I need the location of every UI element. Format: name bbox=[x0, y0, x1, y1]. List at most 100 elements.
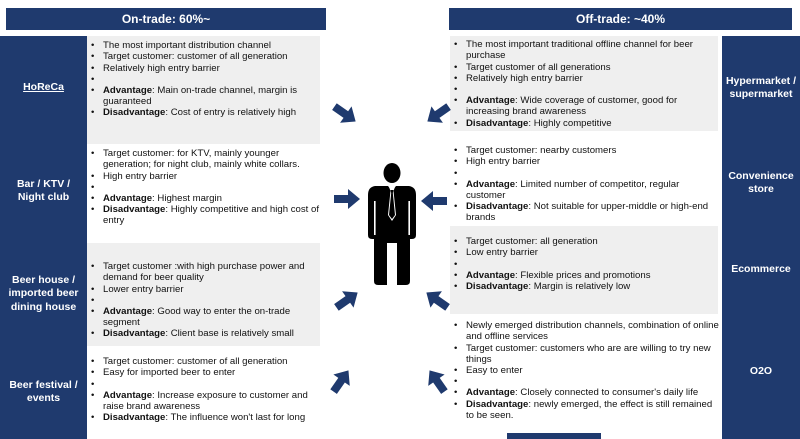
advantage-text: Good way to enter the on-trade segment bbox=[103, 305, 291, 329]
o2o-panel: Newly emerged distribution channels, com… bbox=[450, 320, 720, 432]
advantage-text: Main on-trade channel, margin is guarant… bbox=[103, 84, 298, 108]
businessman-icon bbox=[366, 163, 418, 285]
disadvantage-term: Disadvantage bbox=[466, 117, 529, 129]
off-trade-sidebar bbox=[722, 36, 800, 439]
advantage-term: Advantage bbox=[103, 389, 153, 401]
disadvantage-term: Disadvantage bbox=[103, 107, 166, 119]
advantage-term: Advantage bbox=[466, 95, 516, 107]
advantage-term: Advantage bbox=[103, 305, 153, 317]
spacer bbox=[87, 379, 324, 390]
bullet: Lower entry barrier bbox=[87, 284, 320, 296]
bullet: High entry barrier bbox=[87, 171, 324, 183]
disadvantage-term: Disadvantage bbox=[103, 412, 166, 424]
disadvantage-text: Margin is relatively low bbox=[533, 280, 631, 292]
advantage-term: Advantage bbox=[466, 178, 516, 190]
advantage-term: Advantage bbox=[103, 84, 153, 96]
channel-label-ecommerce: Ecommerce bbox=[731, 263, 791, 276]
spacer bbox=[450, 259, 718, 270]
bullet: Target customer: for KTV, mainly younger… bbox=[87, 148, 324, 171]
advantage-bullet: Advantage: Wide coverage of customer, go… bbox=[450, 95, 718, 118]
disadvantage-text: Highly competitive bbox=[533, 117, 612, 129]
bullet: Relatively high entry barrier bbox=[87, 63, 320, 75]
disadvantage-text: newly emerged, the effect is still remai… bbox=[466, 398, 713, 422]
bullet: Target customer: customer of all generat… bbox=[87, 51, 320, 63]
arrow-icon bbox=[421, 188, 447, 214]
bullet: Target customer :with high purchase powe… bbox=[87, 261, 320, 284]
channel-label-bar-ktv: Bar / KTV / Night club bbox=[16, 177, 71, 203]
advantage-bullet: Advantage: Main on-trade channel, margin… bbox=[87, 85, 320, 108]
disadvantage-term: Disadvantage bbox=[466, 398, 529, 410]
channel-label-horeca: HoReCa bbox=[23, 81, 64, 94]
advantage-bullet: Advantage: Limited number of competitor,… bbox=[450, 179, 720, 202]
disadvantage-text: Cost of entry is relatively high bbox=[170, 107, 297, 119]
disadvantage-bullet: Disadvantage: Not suitable for upper-mid… bbox=[450, 201, 720, 224]
channel-label-o2o: O2O bbox=[749, 364, 773, 377]
disadvantage-text: The influence won't last for long bbox=[170, 412, 306, 424]
disadvantage-bullet: Disadvantage: Cost of entry is relativel… bbox=[87, 107, 320, 119]
bullet: Easy to enter bbox=[450, 365, 720, 377]
channel-label-beer-festival: Beer festival / events bbox=[9, 378, 78, 404]
advantage-text: Flexible prices and promotions bbox=[520, 269, 651, 281]
disadvantage-bullet: Disadvantage: newly emerged, the effect … bbox=[450, 399, 720, 422]
disadvantage-bullet: Disadvantage: Highly competitive bbox=[450, 117, 718, 130]
advantage-text: Highest margin bbox=[157, 192, 222, 204]
bullet: Low entry barrier bbox=[450, 247, 718, 259]
ecommerce-panel: Target customer: all generation Low entr… bbox=[450, 226, 718, 314]
spacer bbox=[87, 74, 320, 85]
bullet: Newly emerged distribution channels, com… bbox=[450, 320, 720, 343]
bullet: Relatively high entry barrier bbox=[450, 73, 718, 85]
disadvantage-term: Disadvantage bbox=[103, 328, 166, 340]
spacer bbox=[87, 295, 320, 306]
on-trade-header: On-trade: 60%~ bbox=[6, 8, 326, 30]
advantage-bullet: Advantage: Good way to enter the on-trad… bbox=[87, 306, 320, 329]
bullet: Target customer: all generation bbox=[450, 236, 718, 248]
arrow-icon bbox=[419, 282, 455, 318]
off-trade-header: Off-trade: ~40% bbox=[449, 8, 792, 30]
horeca-panel: The most important distribution channel … bbox=[87, 36, 320, 144]
bullet: High entry barrier bbox=[450, 156, 720, 168]
arrow-icon bbox=[329, 282, 365, 318]
arrow-icon bbox=[323, 363, 359, 399]
advantage-text: Limited number of competitor, regular cu… bbox=[466, 178, 680, 201]
channel-label-beer-house: Beer house / imported beer dining house bbox=[8, 274, 79, 313]
advantage-bullet: Advantage: Increase exposure to customer… bbox=[87, 390, 324, 413]
advantage-bullet: Advantage: Closely connected to consumer… bbox=[450, 387, 720, 399]
advantage-text: Increase exposure to customer and raise … bbox=[103, 389, 308, 412]
disadvantage-bullet: Disadvantage: Margin is relatively low bbox=[450, 280, 718, 293]
disadvantage-text: Client base is relatively small bbox=[170, 328, 294, 340]
advantage-bullet: Advantage: Highest margin bbox=[87, 192, 324, 205]
bullet: Target customer: customers who are are w… bbox=[450, 343, 720, 366]
advantage-term: Advantage bbox=[466, 269, 516, 281]
disadvantage-term: Disadvantage bbox=[103, 204, 166, 216]
disadvantage-bullet: Disadvantage: The influence won't last f… bbox=[87, 412, 324, 424]
disadvantage-text: Highly competitive and high cost of entr… bbox=[103, 204, 319, 227]
bottom-tab bbox=[507, 433, 601, 439]
beer-festival-panel: Target customer: customer of all generat… bbox=[87, 356, 324, 436]
advantage-text: Wide coverage of customer, good for incr… bbox=[466, 95, 678, 118]
hypermarket-panel: The most important traditional offline c… bbox=[450, 36, 718, 131]
arrow-icon bbox=[334, 186, 360, 212]
arrow-icon bbox=[420, 96, 456, 132]
spacer bbox=[450, 84, 718, 95]
disadvantage-text: Not suitable for upper-middle or high-en… bbox=[466, 201, 709, 224]
advantage-term: Advantage bbox=[466, 387, 516, 399]
arrow-icon bbox=[327, 96, 363, 132]
beer-house-panel: Target customer :with high purchase powe… bbox=[87, 243, 320, 346]
spacer bbox=[87, 182, 324, 193]
spacer bbox=[450, 376, 720, 387]
bullet: The most important traditional offline c… bbox=[450, 39, 718, 62]
convenience-panel: Target customer: nearby customers High e… bbox=[450, 145, 720, 223]
disadvantage-term: Disadvantage bbox=[466, 280, 529, 292]
on-trade-sidebar bbox=[0, 36, 87, 439]
bullet: Target customer: nearby customers bbox=[450, 145, 720, 157]
bullet: Target customer of all generations bbox=[450, 62, 718, 74]
arrow-icon bbox=[419, 363, 455, 399]
advantage-text: Closely connected to consumer's daily li… bbox=[520, 387, 699, 399]
disadvantage-term: Disadvantage bbox=[466, 201, 529, 213]
channel-label-hypermarket: Hypermarket / supermarket bbox=[725, 74, 797, 100]
bullet: The most important distribution channel bbox=[87, 40, 320, 52]
advantage-term: Advantage bbox=[103, 192, 153, 204]
bar-ktv-panel: Target customer: for KTV, mainly younger… bbox=[87, 148, 324, 243]
bullet: Easy for imported beer to enter bbox=[87, 367, 324, 379]
advantage-bullet: Advantage: Flexible prices and promotion… bbox=[450, 269, 718, 282]
